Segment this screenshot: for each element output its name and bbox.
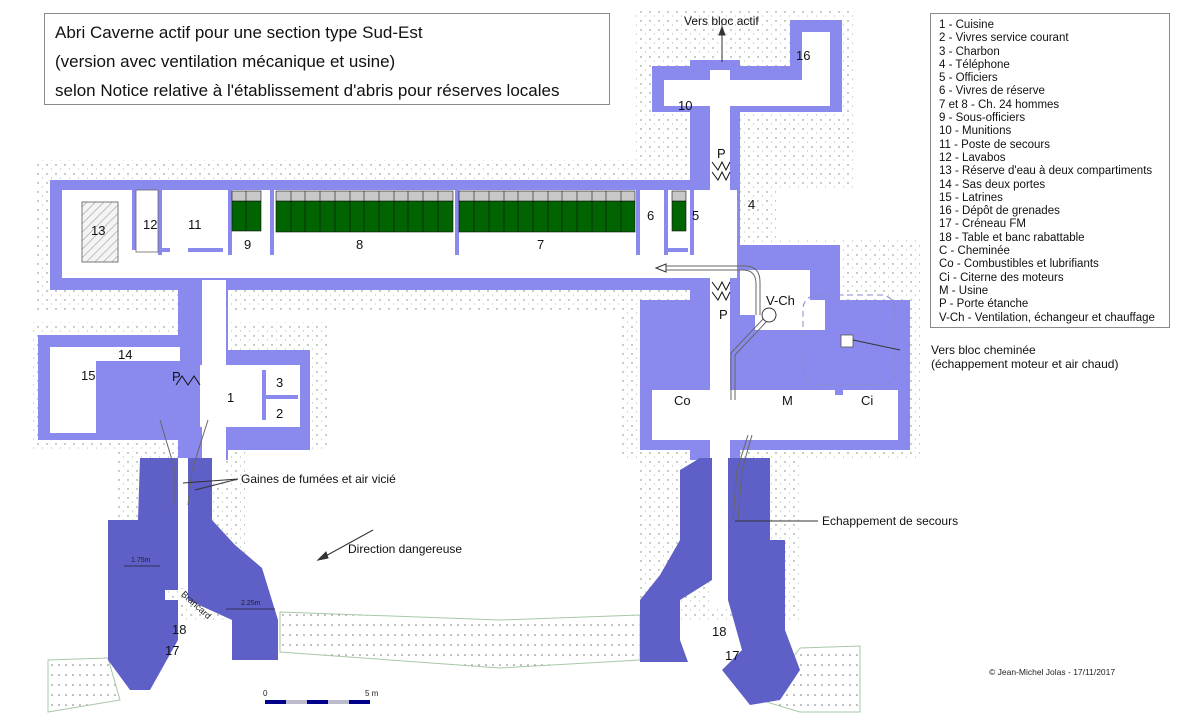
room-label-11: 11	[188, 217, 202, 232]
legend-item: 1 - Cuisine	[939, 19, 994, 31]
room-label-18-left: 18	[172, 622, 187, 637]
room-label-6: 6	[647, 208, 655, 223]
legend-item: Co - Combustibles et lubrifiants	[939, 258, 1099, 271]
title-line-2: (version avec ventilation mécanique et u…	[55, 52, 396, 71]
room-label-16: 16	[796, 48, 811, 63]
annotation-vers-bloc-cheminee: Vers bloc cheminée	[931, 343, 1036, 357]
room-label-8: 8	[356, 237, 364, 252]
legend-item: C - Cheminée	[939, 245, 1010, 258]
room-label-10: 10	[678, 98, 693, 113]
dimension-175: 1.75m	[131, 557, 151, 564]
annotation-direction-dangereuse: Direction dangereuse	[348, 542, 463, 556]
annotation-vers-bloc-actif: Vers bloc actif	[684, 14, 759, 28]
arrows	[182, 25, 901, 561]
room-label-12: 12	[143, 217, 158, 232]
block-corridors	[178, 458, 728, 608]
room-label-13: 13	[91, 223, 106, 238]
legend-item: 14 - Sas deux portes	[939, 178, 1046, 191]
room-label-vch: V-Ch	[766, 293, 795, 308]
legend-item: M - Usine	[939, 284, 989, 297]
room-label-14: 14	[118, 347, 133, 362]
annotation-echappement-secours: Echappement de secours	[822, 514, 959, 528]
legend-item: 6 - Vivres de réserve	[939, 85, 1045, 98]
room-label-m: M	[782, 393, 793, 408]
legend-item: 16 - Dépôt de grenades	[939, 205, 1060, 218]
airtight-doors	[175, 160, 731, 386]
annotation-echappement-moteur: (échappement moteur et air chaud)	[931, 357, 1119, 371]
legend-item: Ci - Citerne des moteurs	[939, 271, 1064, 284]
legend-item: 3 - Charbon	[939, 45, 1000, 58]
door-label-p-left: P	[172, 369, 181, 384]
legend-item: P - Porte étanche	[939, 298, 1029, 311]
legend-item: 2 - Vivres service courant	[939, 32, 1069, 45]
room-label-ci: Ci	[861, 393, 874, 408]
room-label-1: 1	[227, 390, 235, 405]
legend-item: 18 - Table et banc rabattable	[939, 231, 1085, 244]
legend-item: V-Ch - Ventilation, échangeur et chauffa…	[939, 311, 1155, 324]
legend-item: 5 - Officiers	[939, 72, 998, 85]
dimension-225: 2.25m	[241, 600, 261, 607]
blockhouses	[108, 458, 800, 705]
room-label-7: 7	[537, 237, 545, 252]
room-label-4: 4	[748, 197, 756, 212]
legend-item: 9 - Sous-officiers	[939, 112, 1026, 125]
title-box: Abri Caverne actif pour une section type…	[44, 13, 610, 105]
room-label-co: Co	[674, 393, 691, 408]
copyright: © Jean-Michel Jolas - 17/11/2017	[989, 667, 1116, 677]
water-reserve	[81, 201, 119, 263]
title-line-3: selon Notice relative à l'établissement …	[55, 81, 560, 100]
room-label-9: 9	[244, 237, 252, 252]
legend-item: 15 - Latrines	[939, 191, 1003, 204]
legend-item: 12 - Lavabos	[939, 151, 1006, 164]
room-label-5: 5	[692, 208, 700, 223]
legend-item: 4 - Téléphone	[939, 58, 1010, 71]
title-line-1: Abri Caverne actif pour une section type…	[55, 23, 423, 42]
legend-item: 11 - Poste de secours	[939, 138, 1051, 151]
room-label-17-left: 17	[165, 643, 180, 658]
door-label-p-mid: P	[719, 307, 728, 322]
legend-item: 13 - Réserve d'eau à deux compartiments	[939, 165, 1153, 178]
scale-end-label: 5 m	[365, 689, 379, 698]
legend-item: 17 - Créneau FM	[939, 218, 1026, 231]
bunk-beds	[231, 190, 687, 233]
room-label-15: 15	[81, 368, 96, 383]
legend-item: 10 - Munitions	[939, 125, 1012, 138]
room-label-3: 3	[276, 375, 284, 390]
dimensions	[124, 565, 275, 610]
ventilation-fan-icon	[761, 307, 777, 323]
legend-item: 7 et 8 - Ch. 24 hommes	[939, 98, 1060, 111]
room-label-18-right: 18	[712, 624, 727, 639]
beds-room-9	[231, 190, 262, 232]
room-label-2: 2	[276, 406, 284, 421]
room-label-17-right: 17	[725, 648, 740, 663]
chimney-icon	[840, 334, 854, 348]
scale-bar	[265, 700, 370, 704]
washbasin-counter	[135, 189, 159, 253]
scale-start-label: 0	[263, 689, 268, 698]
chimney-block-outline	[802, 294, 896, 386]
annotation-gaines: Gaines de fumées et air vicié	[241, 472, 396, 486]
partitions	[132, 190, 843, 420]
door-label-p-top: P	[717, 146, 726, 161]
legend-box: 1 - Cuisine 2 - Vivres service courant 3…	[930, 13, 1170, 328]
